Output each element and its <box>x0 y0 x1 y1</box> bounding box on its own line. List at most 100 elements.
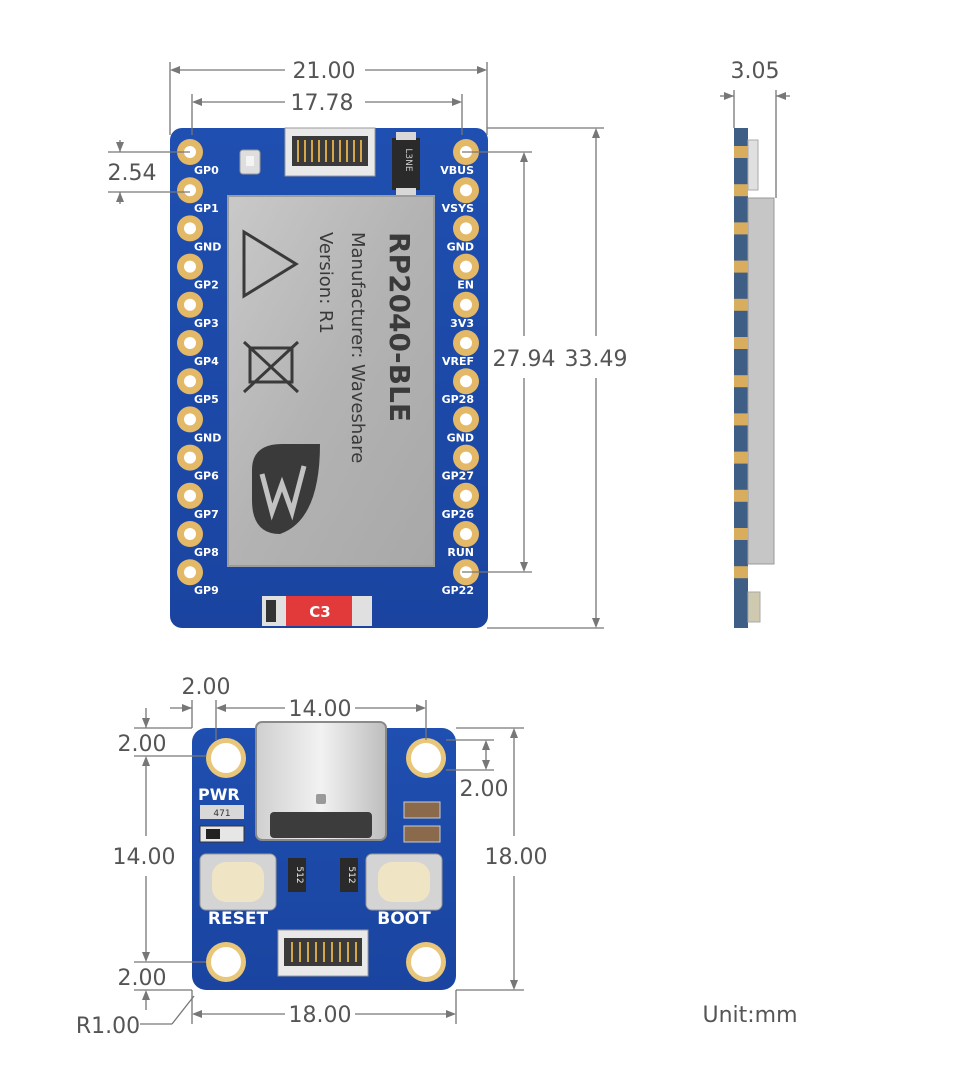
led-resistor <box>200 805 244 819</box>
dim-adapter-hole-spacing-x: 14.00 <box>289 697 352 722</box>
right-pin-hole <box>460 489 472 502</box>
waveshare-logo-icon <box>252 444 320 534</box>
resistor-left <box>288 858 306 892</box>
dim-corner-radius: R1.00 <box>76 1014 140 1039</box>
cap-right-1 <box>403 801 441 819</box>
dim-side-thickness: 3.05 <box>731 59 780 84</box>
usb-c-connector-icon <box>255 721 387 841</box>
dim-module-length: 33.49 <box>565 347 628 372</box>
right-pin-label: EN <box>457 279 474 292</box>
side-castellation <box>734 298 748 311</box>
side-cap <box>747 591 761 623</box>
side-castellation <box>734 337 748 349</box>
right-pin-hole <box>460 184 472 197</box>
right-pin-hole <box>460 222 472 235</box>
right-pin-label: VREF <box>442 355 474 368</box>
dim-module-width: 21.00 <box>293 59 356 84</box>
side-castellation <box>734 451 748 464</box>
dimension-lines <box>108 62 790 1025</box>
side-castellation <box>734 146 748 158</box>
mounting-holes <box>206 738 446 982</box>
right-pin-label: GP28 <box>442 393 474 406</box>
left-pin-label: GP0 <box>194 164 219 177</box>
dim-pin-span: 27.94 <box>493 347 556 372</box>
side-castellation <box>734 566 748 579</box>
dimension-labels: 21.00 17.78 2.54 27.94 33.49 3.05 2.00 2… <box>76 59 780 1039</box>
side-castellation <box>734 260 748 273</box>
left-pin-hole <box>184 528 196 540</box>
left-pin-hole <box>184 260 196 273</box>
left-pin-hole <box>184 413 196 426</box>
left-pin-hole <box>184 222 196 235</box>
side-shield <box>747 197 775 565</box>
right-pin-label: GND <box>447 240 474 253</box>
side-castellations <box>734 146 748 579</box>
left-pin-hole <box>184 298 196 311</box>
capacitor-c3: C3 <box>262 596 372 626</box>
dim-adapter-height: 18.00 <box>485 845 548 870</box>
left-pin-label: GP4 <box>194 355 219 368</box>
resistor-right-label: 512 <box>346 866 356 883</box>
weee-bin-icon <box>242 340 300 394</box>
left-pin-label: GP8 <box>194 546 219 559</box>
resistor-right <box>340 858 358 892</box>
chip-version: Version: R1 <box>315 232 336 334</box>
right-pin-label: GP27 <box>442 470 474 483</box>
module-side-view <box>734 128 775 628</box>
right-pin-hole <box>460 451 472 464</box>
right-pin-label: GND <box>447 431 474 444</box>
right-pin-label: GP26 <box>442 508 475 521</box>
left-pin-label: GP3 <box>194 317 219 330</box>
dim-adapter-hole-offset-x: 2.00 <box>182 675 231 700</box>
right-pin-hole <box>460 298 472 311</box>
dim-adapter-bottom-offset: 2.00 <box>118 966 167 991</box>
fpc-connector-top <box>284 127 376 177</box>
right-pin-label: VSYS <box>442 202 474 215</box>
led-res-label: 471 <box>213 809 230 819</box>
reset-button <box>199 853 277 911</box>
side-castellation <box>734 222 748 235</box>
boot-button <box>365 853 443 911</box>
left-pin-label: GP1 <box>194 202 219 215</box>
right-pin-hole <box>460 528 472 540</box>
left-pin-hole <box>184 566 196 579</box>
fpc-connector-bottom <box>277 929 369 977</box>
right-pin-label: GP22 <box>442 584 474 597</box>
right-pin-pads: VBUSVSYSGNDEN3V3VREFGP28GNDGP27GP26RUNGP… <box>440 139 479 597</box>
esd-warning-icon <box>242 229 299 299</box>
left-pin-label: GND <box>194 240 221 253</box>
left-pin-hole <box>184 337 196 349</box>
right-pin-label: VBUS <box>440 164 474 177</box>
unit-label: Unit:mm <box>702 1003 797 1028</box>
chip-manufacturer: Manufacturer: Waveshare <box>347 232 368 463</box>
side-castellation <box>734 413 748 426</box>
dim-adapter-hole-spacing-y: 14.00 <box>113 845 176 870</box>
diode-component: L3NE <box>392 132 420 196</box>
left-pin-hole <box>184 184 196 197</box>
right-pin-label: 3V3 <box>450 317 474 330</box>
right-pin-hole <box>460 260 472 273</box>
right-pin-hole <box>460 337 472 349</box>
reset-label: RESET <box>208 909 269 929</box>
boot-label: BOOT <box>377 909 431 929</box>
usb-adapter-board: PWR 471 512 512 RESET BOOT <box>192 721 456 990</box>
left-pin-label: GP2 <box>194 279 219 292</box>
right-pin-label: RUN <box>447 546 474 559</box>
cap-label: C3 <box>309 603 330 621</box>
resistor-left-label: 512 <box>294 866 304 883</box>
left-pin-label: GP7 <box>194 508 219 521</box>
rp2040-shield-can: RP2040-BLE Manufacturer: Waveshare Versi… <box>227 195 435 567</box>
left-pin-label: GP5 <box>194 393 219 406</box>
right-pin-hole <box>460 375 472 388</box>
side-castellation <box>734 528 748 540</box>
side-castellation <box>734 375 748 388</box>
dim-adapter-right-offset: 2.00 <box>460 777 509 802</box>
dim-adapter-hole-offset-y: 2.00 <box>118 732 167 757</box>
left-pin-label: GP9 <box>194 584 219 597</box>
left-pin-hole <box>184 451 196 464</box>
right-pin-hole <box>460 413 472 426</box>
diode-label: L3NE <box>403 148 413 171</box>
